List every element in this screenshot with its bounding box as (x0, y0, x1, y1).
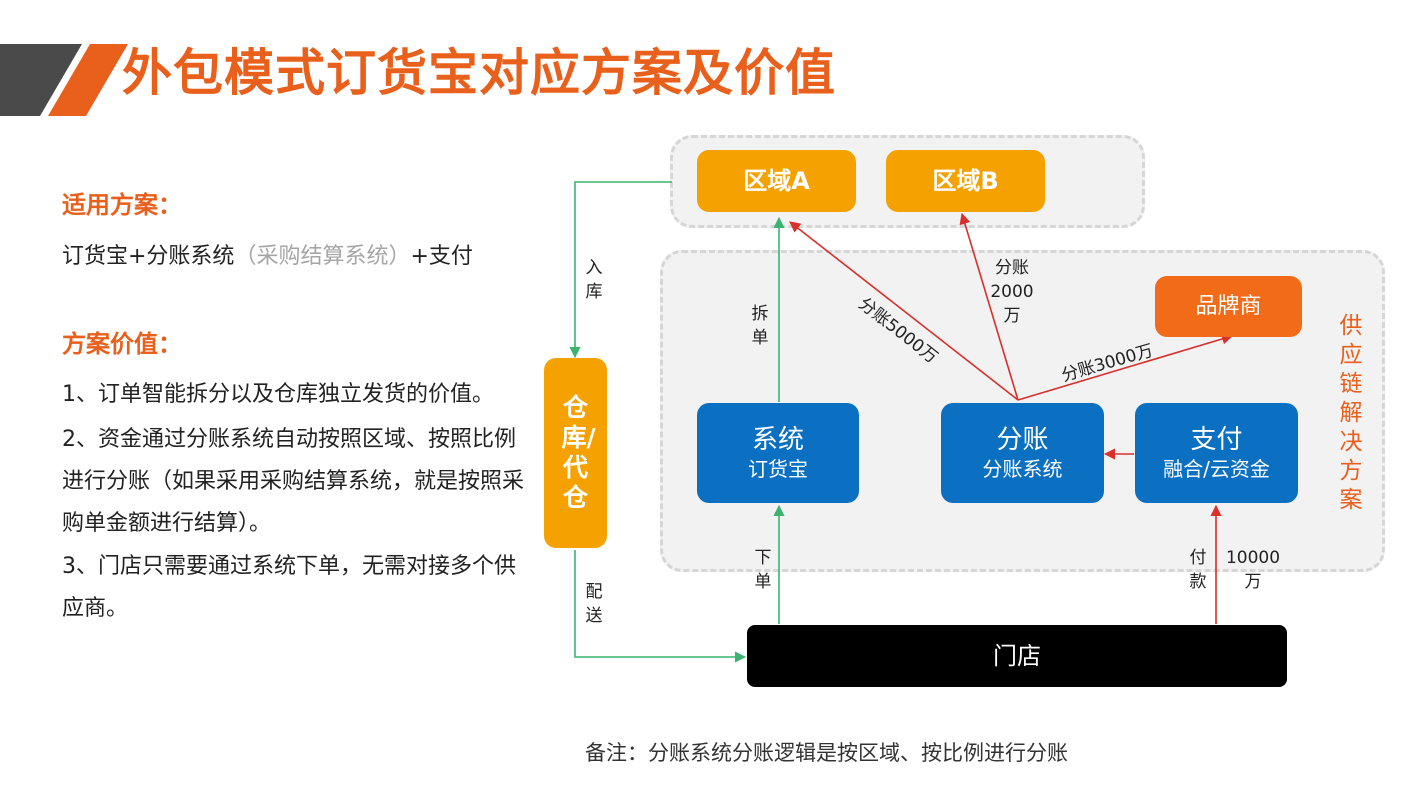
split-box: 分账 分账系统 (941, 403, 1104, 503)
value-item-3: 3、门店只需要通过系统下单，无需对接多个供应商。 (62, 554, 516, 621)
system-box: 系统 订货宝 (697, 403, 859, 503)
system-title: 系统 (751, 425, 804, 455)
split-order-label: 拆单 (751, 304, 769, 348)
pay-box: 支付 融合/云资金 (1135, 403, 1298, 503)
applicable-text-b: （采购结算系统） (234, 244, 411, 269)
footnote: 备注：分账系统分账逻辑是按区域、按比例进行分账 (585, 741, 1068, 765)
pay-title: 支付 (1190, 425, 1243, 455)
value-item-1: 1、订单智能拆分以及仓库独立发货的价值。 (62, 382, 494, 407)
share-b-arrow (959, 212, 1019, 401)
delivery-arrow (574, 550, 747, 663)
warehouse-box: 仓库/代仓 (544, 358, 607, 548)
brand-label: 品牌商 (1195, 293, 1262, 319)
split-title: 分账 (996, 425, 1049, 455)
applicable-heading: 适用方案： (62, 191, 182, 219)
pay-sub: 融合/云资金 (1163, 457, 1270, 481)
region-b-label: 区域B (932, 167, 999, 195)
system-sub: 订货宝 (748, 457, 808, 481)
page-title: 外包模式订货宝对应方案及价值 (122, 44, 836, 102)
store-label: 门店 (993, 642, 1041, 670)
payment-amount-label: 10000万 (1225, 548, 1281, 592)
value-item-2: 2、资金通过分账系统自动按照区域、按照比例进行分账（如果采用采购结算系统，就是按… (62, 427, 525, 536)
applicable-text-a: 订货宝+分账系统 (62, 244, 235, 269)
share-a-arrow (789, 221, 1019, 401)
region-a-box: 区域A (697, 150, 856, 212)
share-brand-arrow (1017, 333, 1234, 401)
place-order-label: 下单 (754, 548, 772, 592)
share-2000-label: 分账2000万 (990, 258, 1034, 326)
value-heading: 方案价值： (62, 330, 182, 358)
solution-side-label: 供应链解决方案 (1339, 313, 1363, 513)
region-a-label: 区域A (743, 167, 810, 195)
payment-label: 付款 (1189, 548, 1207, 592)
brand-box: 品牌商 (1155, 276, 1302, 337)
applicable-text-c: +支付 (410, 244, 473, 269)
applicable-text: 订货宝+分账系统（采购结算系统）+支付 (62, 236, 527, 278)
warehouse-label: 仓库/代仓 (561, 393, 596, 512)
delivery-label: 配送 (585, 582, 603, 626)
store-box: 门店 (747, 625, 1287, 687)
inbound-label: 入库 (585, 258, 603, 302)
header-stripes (0, 44, 128, 116)
inbound-arrow (569, 181, 672, 359)
region-b-box: 区域B (886, 150, 1045, 212)
split-sub: 分账系统 (982, 457, 1063, 481)
